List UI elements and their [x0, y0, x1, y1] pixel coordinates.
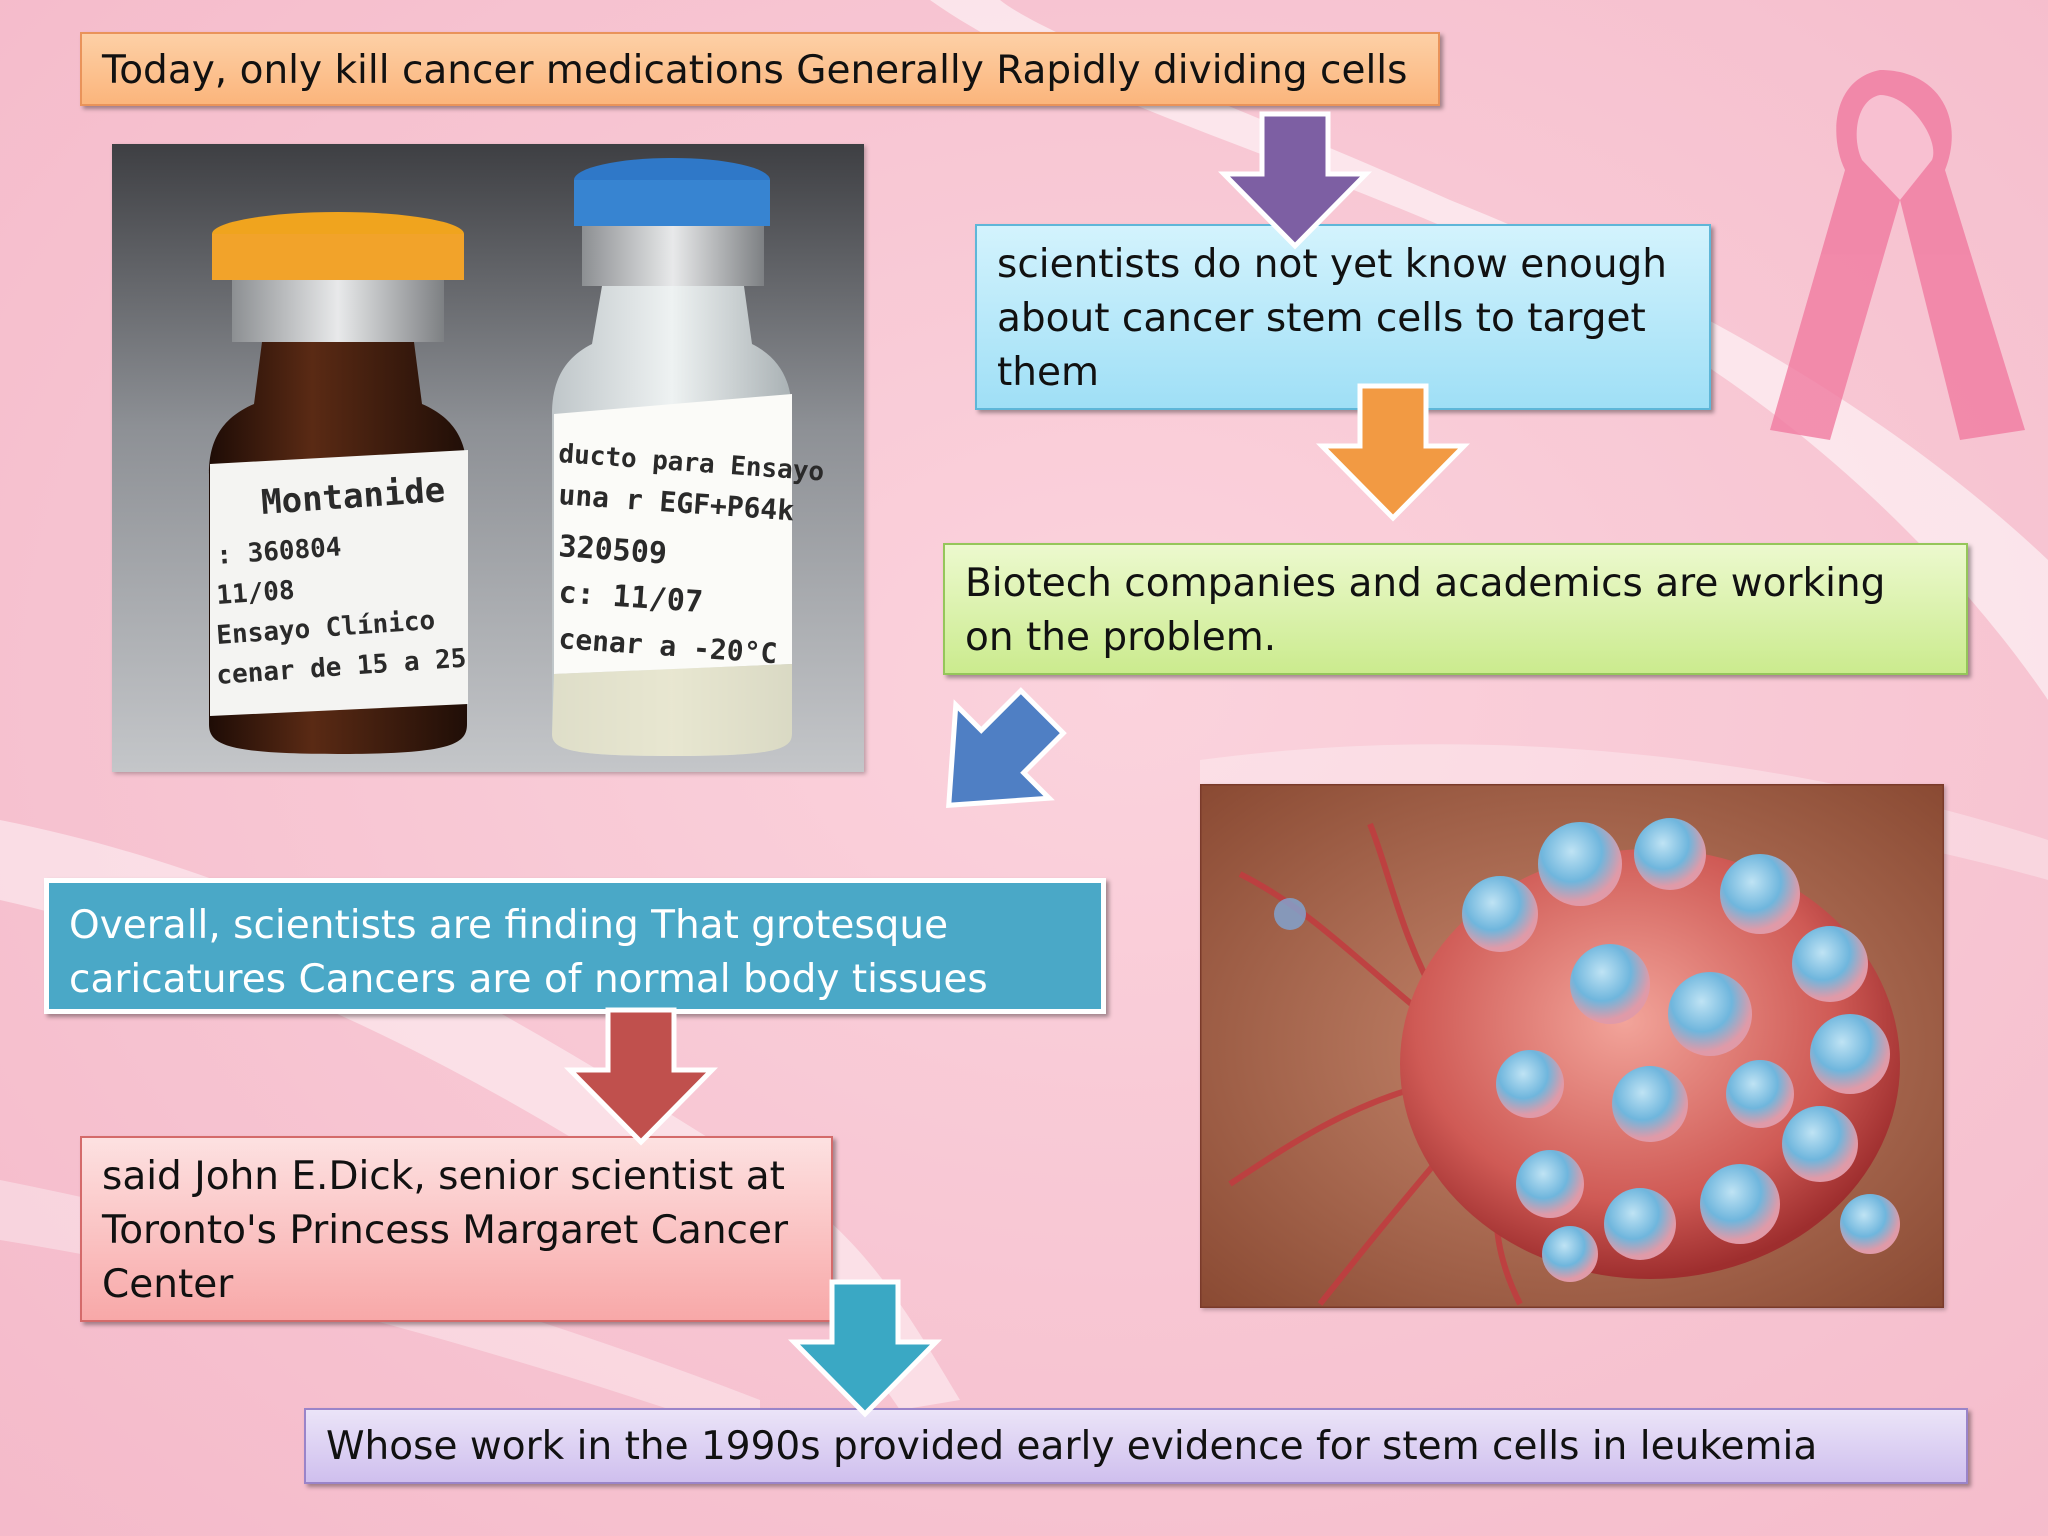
- step-text-overall: Overall, scientists are finding That gro…: [69, 903, 988, 1002]
- pink-ribbon-icon: [1770, 70, 2025, 440]
- step-box-john-dick: said John E.Dick, senior scientist at To…: [80, 1136, 833, 1322]
- step-text-scientists-know: scientists do not yet know enough about …: [997, 242, 1668, 395]
- step-box-whose-work: Whose work in the 1990s provided early e…: [304, 1408, 1968, 1484]
- step-box-overall: Overall, scientists are finding That gro…: [44, 878, 1106, 1014]
- step-text-biotech: Biotech companies and academics are work…: [965, 561, 1886, 660]
- step-box-scientists-know: scientists do not yet know enough about …: [975, 224, 1711, 410]
- step-text-medications: Today, only kill cancer medications Gene…: [102, 48, 1408, 93]
- arrow-down-teal-icon: [788, 1279, 942, 1418]
- step-box-biotech: Biotech companies and academics are work…: [943, 543, 1968, 675]
- step-text-whose-work: Whose work in the 1990s provided early e…: [326, 1424, 1818, 1469]
- arrow-down-red-icon: [564, 1007, 718, 1146]
- right-vial-label-line3: 320509: [557, 529, 668, 571]
- cancer-cell-micrograph: [1200, 784, 1944, 1308]
- step-box-medications: Today, only kill cancer medications Gene…: [80, 32, 1440, 106]
- arrow-down-orange-icon: [1316, 383, 1470, 522]
- arrow-down-left-blue-icon: [946, 687, 1067, 808]
- step-text-john-dick: said John E.Dick, senior scientist at To…: [102, 1154, 789, 1307]
- arrow-down-purple-icon: [1218, 111, 1372, 250]
- vials-photo: Montanide : 360804 11/08 Ensayo Clínico …: [112, 144, 864, 772]
- left-vial-label-line3: 11/08: [215, 576, 295, 611]
